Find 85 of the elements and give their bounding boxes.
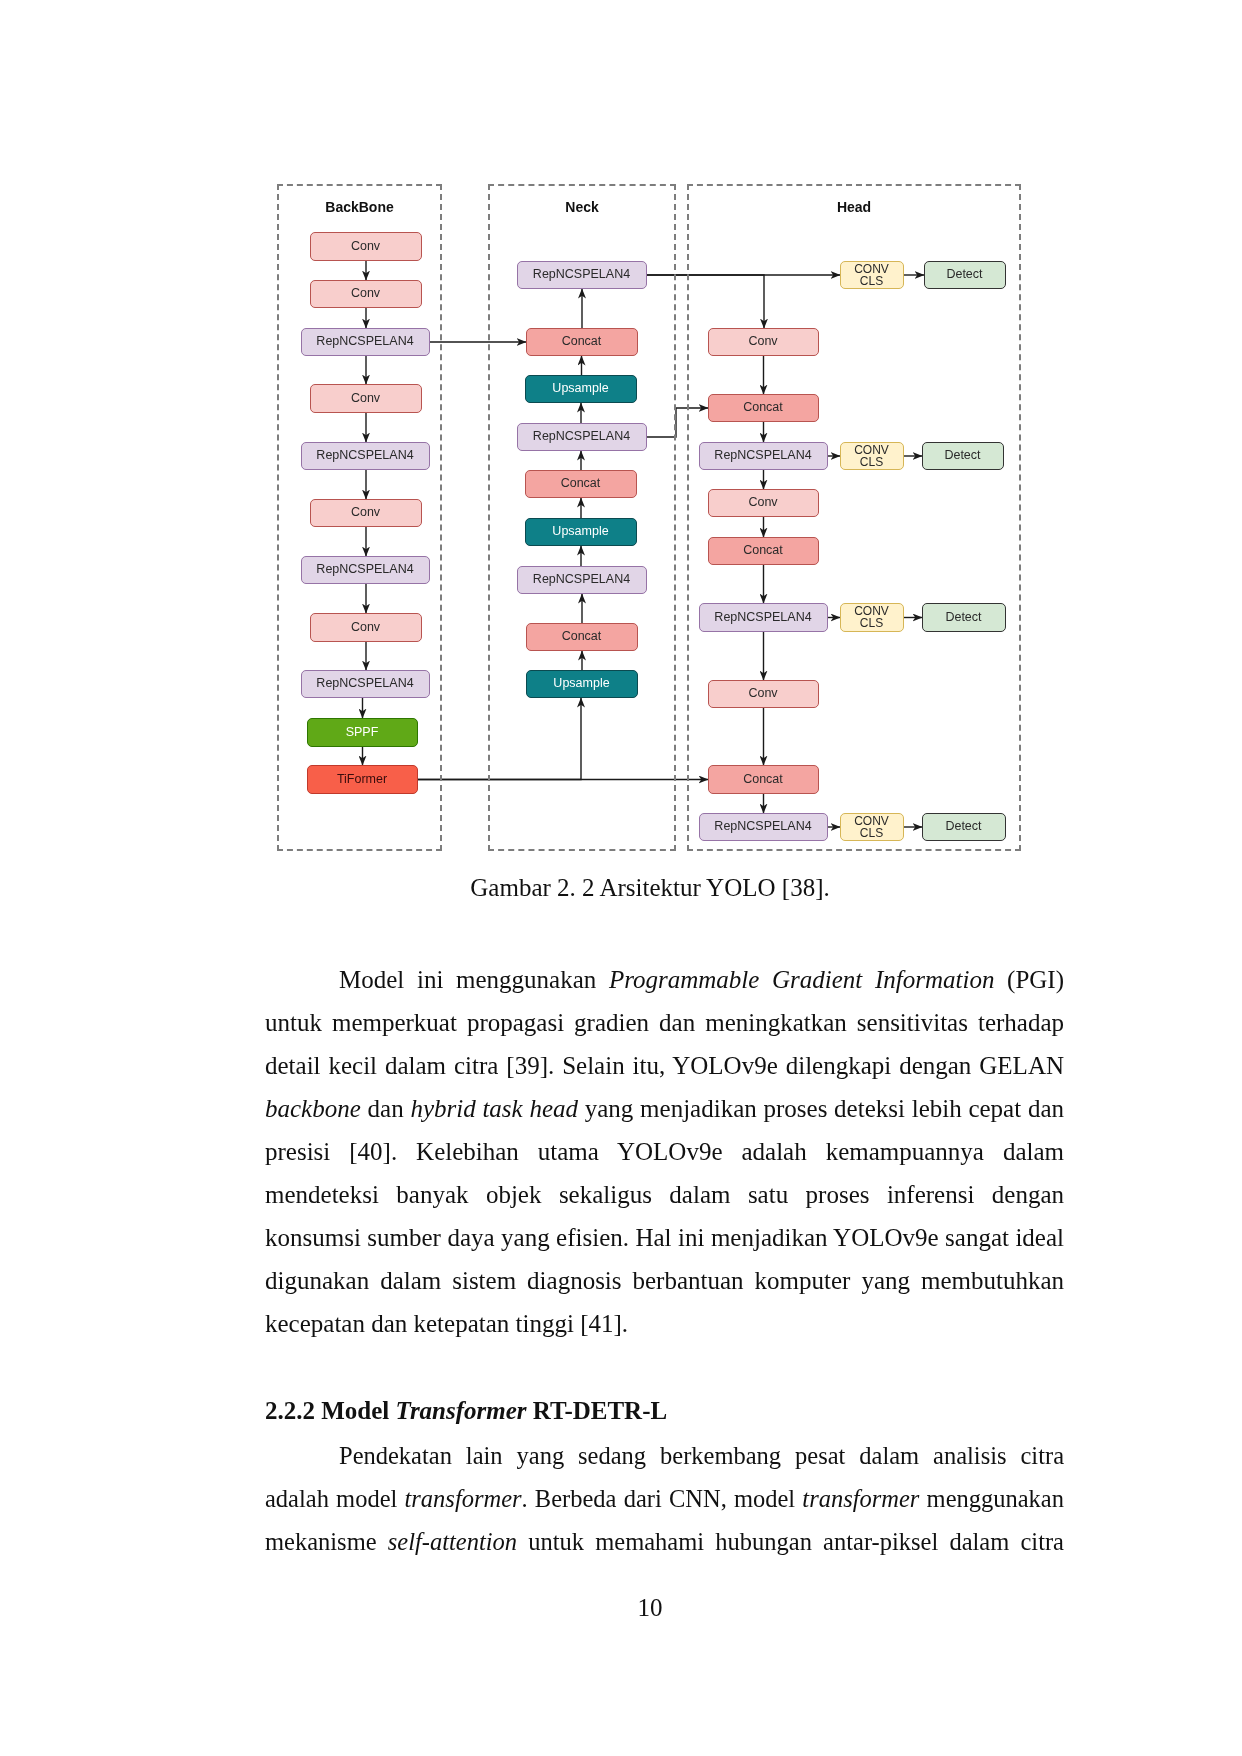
panel-title: Neck	[565, 199, 599, 216]
arrow	[362, 307, 370, 329]
arrow	[577, 450, 585, 471]
arrow	[903, 452, 923, 460]
layer-box: RepNCSPELAN4	[516, 260, 647, 289]
body-paragraph: Model ini menggunakan Programmable Gradient Information (PGI) untuk memperkuat propagasi gradien dan meningkatkan sensitivitas terhadap detail kecil dalam citra [39]. Selain itu, YOLOv9e dilengkapi dengan GELAN backbone dan hybrid task head yang menjadikan proses deteksi lebih cepat dan presisi [40]. Kelebihan utama YOLOv9e adalah kemampuannya dalam mendeteksi banyak objek sekaligus dalam satu proses inferensi dengan konsumsi sumber daya yang efisien. Hal ini menjadikan YOLOv9e sangat ideal digunakan dalam sistem diagnosis berbantuan komputer yang membutuhkan kecepatan dan ketepatan tinggi [41].	[265, 965, 1064, 1339]
layer-box: CONV CLS	[839, 812, 904, 841]
layer-box: CONV CLS	[839, 441, 904, 470]
layer-box: Concat	[707, 536, 819, 565]
layer-box: SPPF	[306, 717, 418, 747]
layer-box: CONV CLS	[839, 260, 904, 289]
arrow	[362, 526, 370, 557]
layer-box: Upsample	[525, 669, 638, 698]
layer-box: Conv	[309, 383, 422, 413]
arrow	[577, 355, 586, 376]
arrow	[759, 421, 768, 443]
arrow	[903, 271, 925, 279]
layer-box: RepNCSPELAN4	[698, 812, 828, 841]
layer-box: Conv	[707, 327, 819, 356]
arrow	[827, 452, 841, 460]
section-heading: 2.2.2 Model Transformer RT-DETR-L	[265, 1396, 668, 1426]
dashed-group-panel	[277, 184, 442, 851]
arrow	[903, 823, 923, 831]
layer-box: TiFormer	[306, 764, 418, 794]
layer-box: Concat	[525, 327, 638, 356]
arrow	[417, 775, 709, 784]
layer-box: Conv	[309, 231, 422, 261]
arrow	[429, 338, 527, 346]
arrow	[362, 412, 370, 443]
arrow	[759, 564, 768, 604]
layer-box: Conv	[707, 488, 819, 517]
panel-title: BackBone	[325, 199, 394, 216]
layer-box: Concat	[707, 764, 819, 794]
arrow	[358, 746, 367, 766]
layer-box: Conv	[707, 679, 819, 708]
layer-box: RepNCSPELAN4	[300, 555, 430, 584]
arrow	[362, 641, 370, 671]
layer-box: RepNCSPELAN4	[300, 669, 430, 698]
arrow	[646, 404, 709, 438]
arrow	[578, 650, 586, 671]
layer-box: CONV CLS	[839, 602, 904, 632]
dashed-group-panel	[488, 184, 676, 851]
layer-box: RepNCSPELAN4	[516, 565, 647, 594]
arrow	[577, 497, 585, 519]
page-number: 10	[637, 1593, 663, 1623]
arrow	[759, 469, 768, 490]
layer-box: Conv	[309, 612, 422, 642]
output-box: Detect	[921, 812, 1006, 841]
layer-box: Upsample	[524, 517, 637, 546]
output-box: Detect	[921, 441, 1004, 470]
arrow	[577, 545, 585, 567]
layer-box: RepNCSPELAN4	[698, 441, 828, 470]
figure-caption: Gambar 2. 2 Arsitektur YOLO [38].	[470, 873, 830, 903]
panel-title: Head	[836, 199, 872, 216]
layer-box: RepNCSPELAN4	[698, 602, 828, 632]
arrow	[759, 516, 768, 538]
layer-box: RepNCSPELAN4	[516, 422, 647, 451]
arrow	[362, 469, 370, 500]
arrow	[362, 583, 370, 614]
layer-box: Conv	[309, 279, 422, 308]
layer-box: Concat	[524, 469, 637, 498]
arrow	[358, 697, 367, 719]
arrow	[759, 793, 768, 814]
layer-box: RepNCSPELAN4	[300, 441, 430, 470]
arrow	[759, 631, 768, 681]
arrow	[578, 288, 586, 329]
arrow	[577, 402, 585, 424]
layer-box: Concat	[525, 622, 638, 651]
layer-box: Concat	[707, 393, 819, 422]
layer-box: RepNCSPELAN4	[300, 327, 430, 356]
output-box: Detect	[923, 260, 1006, 289]
arrow	[759, 355, 768, 395]
arrow	[646, 274, 768, 329]
output-box: Detect	[921, 602, 1006, 632]
arrow	[903, 613, 923, 622]
arrow	[362, 260, 370, 281]
layer-box: Conv	[309, 498, 422, 527]
arrow	[827, 613, 841, 622]
body-paragraph: Pendekatan lain yang sedang berkembang pesat dalam analisis citra adalah model transformer. Berbeda dari CNN, model transformer menggunakan mekanisme self-attention untuk memahami hubungan antar-piksel dalam citra	[265, 1441, 1064, 1557]
arrow	[759, 707, 768, 766]
arrow	[578, 593, 586, 624]
dashed-group-panel	[687, 184, 1021, 851]
arrow	[362, 355, 370, 385]
layer-box: Upsample	[524, 374, 637, 403]
arrow	[827, 823, 841, 831]
